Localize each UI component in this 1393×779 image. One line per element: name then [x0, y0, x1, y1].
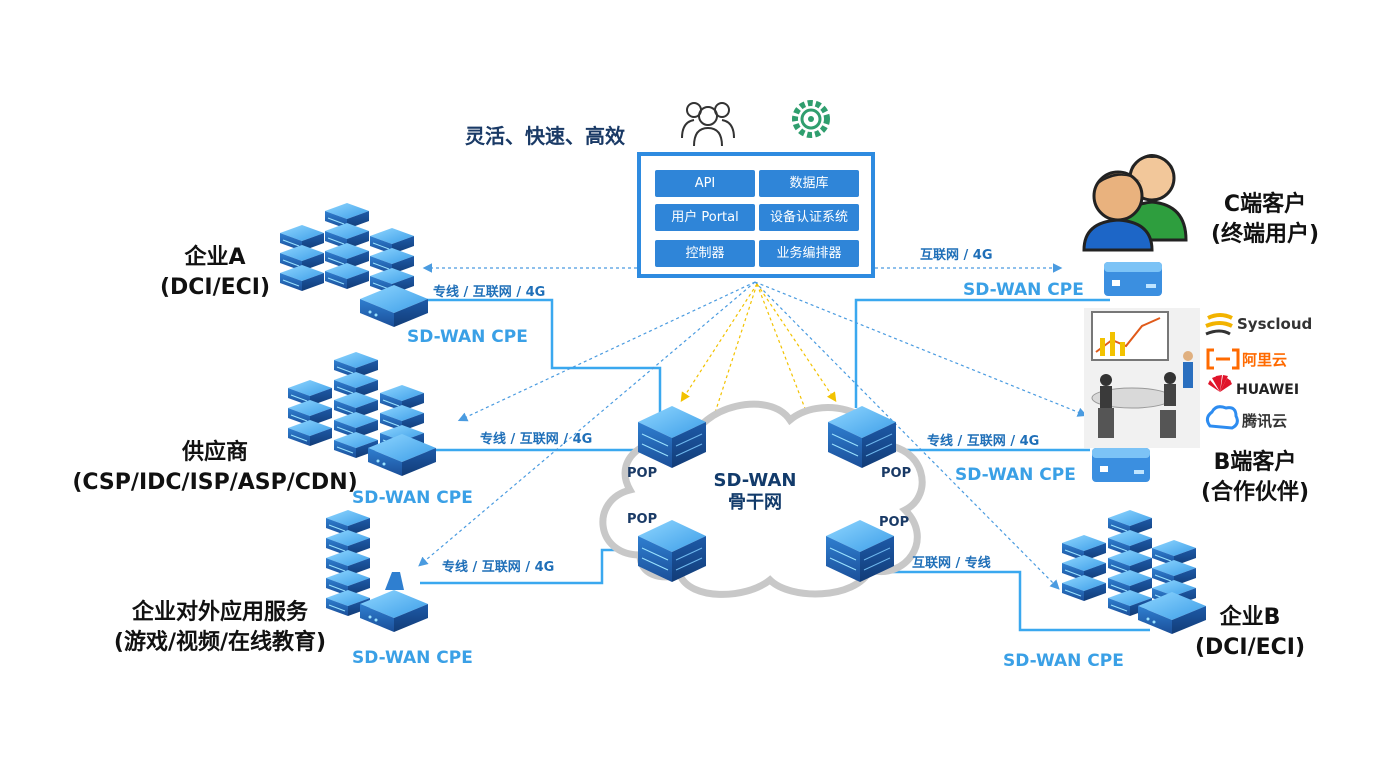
external-service-label: 企业对外应用服务 (游戏/视频/在线教育)	[90, 598, 350, 658]
api-module: API	[655, 170, 755, 197]
server-stack-icon	[325, 509, 428, 632]
controller-module: 控制器	[655, 240, 755, 267]
backbone-cloud-label: SD-WAN 骨干网	[700, 470, 810, 514]
people-icon	[681, 102, 735, 147]
brand-tencent: 腾讯云	[1242, 412, 1288, 430]
enterprise-b-cpe-label: SD-WAN CPE	[1003, 651, 1124, 671]
b-customer-name: B端客户	[1213, 450, 1297, 475]
meeting-icon	[1084, 308, 1200, 448]
syscloud-logo-icon	[1205, 313, 1233, 336]
huawei-logo-icon	[1208, 375, 1232, 392]
enterprise-a-label: 企业A (DCI/ECI)	[150, 243, 280, 303]
enterprise-b-label: 企业B (DCI/ECI)	[1185, 603, 1315, 663]
brand-aliyun: 阿里云	[1242, 351, 1288, 369]
device-auth-module: 设备认证系统	[759, 204, 859, 231]
supplier-label: 供应商 (CSP/IDC/ISP/ASP/CDN)	[60, 438, 370, 498]
dashed-control-links	[418, 263, 1088, 590]
external-service-desc: (游戏/视频/在线教育)	[113, 630, 327, 655]
supplier-link-label: 专线 / 互联网 / 4G	[480, 432, 593, 447]
brand-huawei: HUAWEI	[1236, 382, 1300, 398]
server-stack-icon	[279, 202, 428, 327]
supplier-cpe-label: SD-WAN CPE	[352, 488, 473, 508]
enterprise-a-name: 企业A	[184, 245, 246, 270]
aliyun-logo-icon	[1206, 348, 1240, 370]
pop-label: POP	[881, 466, 912, 481]
supplier-desc: (CSP/IDC/ISP/ASP/CDN)	[72, 470, 358, 495]
users-icon	[1082, 154, 1188, 252]
enterprise-b-link-label: 互联网 / 专线	[912, 556, 991, 571]
gear-icon	[792, 100, 830, 138]
enterprise-a-desc: (DCI/ECI)	[159, 275, 271, 300]
c-customer-cpe-label: SD-WAN CPE	[963, 280, 1084, 300]
pop-label: POP	[627, 466, 658, 481]
enterprise-b-name: 企业B	[1219, 605, 1281, 630]
tencent-cloud-logo-icon	[1205, 405, 1239, 430]
supplier-name: 供应商	[181, 440, 248, 465]
solid-links	[415, 298, 1150, 632]
pop-label: POP	[879, 515, 910, 530]
enterprise-a-link-label: 专线 / 互联网 / 4G	[433, 285, 546, 300]
external-service-link-label: 专线 / 互联网 / 4G	[442, 560, 555, 575]
brand-syscloud: Syscloud	[1237, 315, 1313, 333]
b-customer-link-label: 专线 / 互联网 / 4G	[927, 434, 1040, 449]
slogan-text: 灵活、快速、高效	[465, 124, 625, 148]
backbone-line2: 骨干网	[728, 492, 782, 513]
b-customer-desc: (合作伙伴)	[1200, 480, 1310, 505]
external-service-cpe-label: SD-WAN CPE	[352, 648, 473, 668]
backbone-line1: SD-WAN	[713, 470, 797, 491]
user-portal-module: 用户 Portal	[655, 204, 755, 231]
control-platform-panel: API 数据库 用户 Portal 设备认证系统 控制器 业务编排器	[637, 152, 875, 278]
orchestrator-module: 业务编排器	[759, 240, 859, 267]
database-module: 数据库	[759, 170, 859, 197]
c-customer-label: C端客户 (终端用户)	[1195, 190, 1335, 250]
b-customer-label: B端客户 (合作伙伴)	[1185, 448, 1325, 508]
c-customer-name: C端客户	[1223, 192, 1307, 217]
enterprise-b-desc: (DCI/ECI)	[1194, 635, 1306, 660]
enterprise-a-cpe-label: SD-WAN CPE	[407, 327, 528, 347]
external-service-name: 企业对外应用服务	[131, 600, 308, 625]
c-customer-desc: (终端用户)	[1210, 222, 1320, 247]
c-customer-link-label: 互联网 / 4G	[920, 248, 993, 263]
cpe-box-icon	[1104, 262, 1162, 296]
pop-label: POP	[627, 512, 658, 527]
b-customer-cpe-label: SD-WAN CPE	[955, 465, 1076, 485]
cpe-box-icon	[1092, 448, 1150, 482]
